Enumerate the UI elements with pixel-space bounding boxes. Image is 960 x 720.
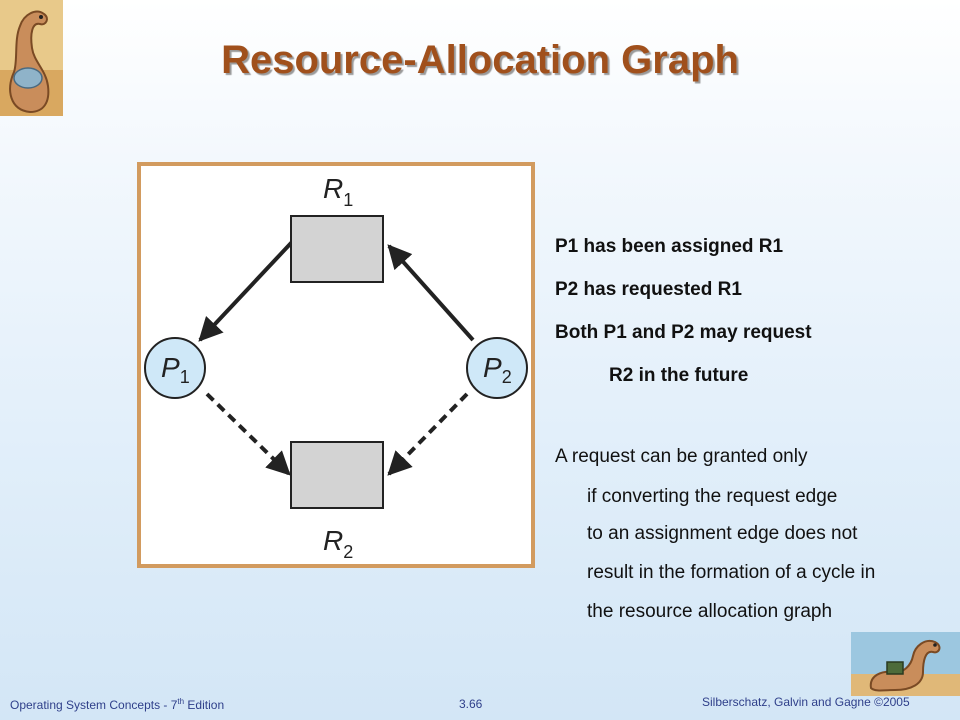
footer-edition-superscript: th — [177, 697, 185, 706]
rule-line-3: to an assignment edge does not — [587, 523, 858, 544]
resource-r1-subscript: 1 — [343, 190, 353, 210]
edge-p2-r2 — [387, 392, 469, 476]
footer-book-title: Operating System Concepts - 7th Edition — [10, 697, 224, 712]
svg-text:P1: P1 — [161, 352, 190, 387]
resource-r2-subscript: 2 — [343, 542, 353, 562]
process-p1-node — [144, 337, 206, 399]
dinosaur-logo-bottom — [851, 632, 960, 696]
process-p2-label: P — [483, 352, 502, 383]
note-p1-assigned: P1 has been assigned R1 — [555, 236, 784, 257]
svg-text:P2: P2 — [483, 352, 512, 387]
footer-page-number: 3.66 — [459, 697, 483, 711]
process-p1-label: P — [161, 352, 180, 383]
note-may-request: Both P1 and P2 may request — [555, 322, 812, 343]
footer-authors: Silberschatz, Galvin and Gagne ©2005 — [702, 695, 910, 709]
resource-r2-box — [290, 441, 384, 509]
resource-r2-label: R — [323, 525, 343, 556]
resource-r1-box — [290, 215, 384, 283]
process-p2-subscript: 2 — [502, 367, 512, 387]
process-p1-subscript: 1 — [180, 367, 190, 387]
rule-line-1: A request can be granted only — [555, 446, 808, 467]
process-p2-node — [466, 337, 528, 399]
footer-book-title-text: Operating System Concepts - 7 — [10, 698, 178, 712]
edge-p1-r2 — [205, 392, 291, 476]
footer-edition-text: Edition — [184, 698, 225, 712]
rule-line-2: if converting the request edge — [587, 486, 838, 507]
resource-r1-label: R — [323, 173, 343, 204]
note-may-request-cont: R2 in the future — [609, 365, 749, 386]
slide-title: Resource-Allocation Graph — [221, 38, 739, 82]
rule-line-5: the resource allocation graph — [587, 601, 833, 622]
edge-r1-p1 — [198, 240, 294, 342]
svg-text:R1: R1 — [323, 173, 353, 210]
note-p2-requested: P2 has requested R1 — [555, 279, 742, 300]
resource-allocation-graph: R1 R2 P1 P2 — [137, 162, 535, 568]
svg-text:R2: R2 — [323, 525, 353, 562]
dinosaur-logo-top — [0, 0, 63, 116]
edge-p2-r1 — [387, 244, 475, 342]
rule-line-4: result in the formation of a cycle in — [587, 562, 876, 583]
